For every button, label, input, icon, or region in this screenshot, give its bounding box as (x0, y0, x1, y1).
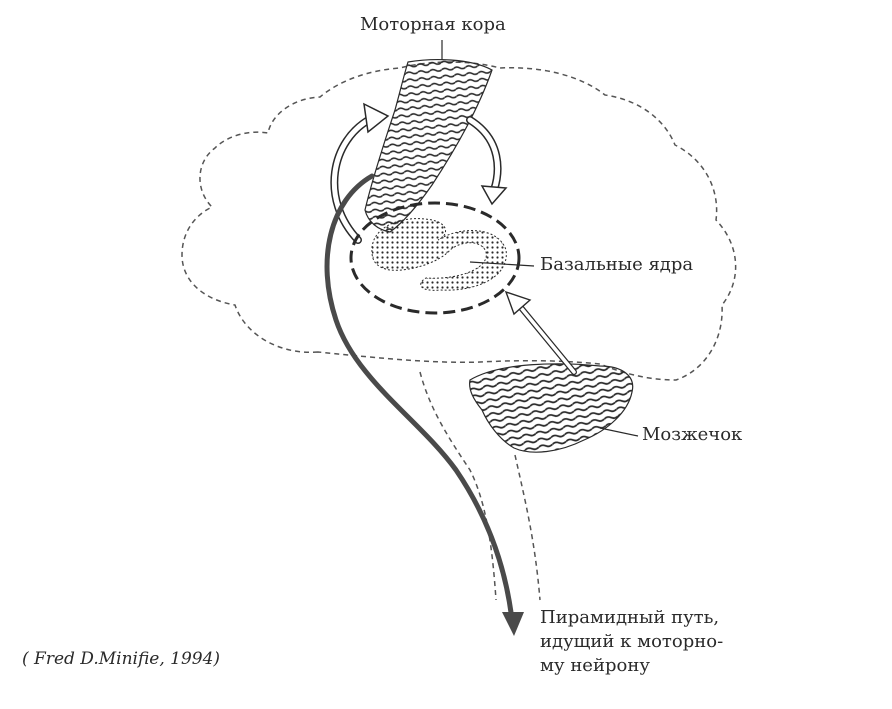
cerebellum-leader (599, 427, 639, 437)
cerebellum (469, 363, 634, 453)
basal-ganglia-boundary (349, 201, 521, 315)
loop-arrow-left-head (363, 102, 390, 134)
pyramidal-path-label: Пирамидный путь, идущий к моторно- му не… (540, 606, 723, 678)
pyramidal-path-line-3: му нейрону (540, 655, 650, 676)
pyramidal-path-line-1: Пирамидный путь, (540, 607, 720, 628)
motor-cortex-label: Моторная кора (360, 14, 506, 35)
basal-ganglia-label: Базальные ядра (540, 254, 694, 275)
brainstem-outline-right (514, 454, 541, 601)
basal-ganglia-leader (469, 261, 535, 267)
basal-ganglia-nuclei (371, 218, 507, 291)
cerebellum-to-basal-arrow-head (504, 290, 532, 316)
loop-arrow-right-head (480, 185, 508, 206)
citation: ( Fred D.Minifie, 1994) (22, 649, 221, 669)
pyramidal-path-line-2: идущий к моторно- (540, 631, 724, 652)
brainstem-outline (419, 371, 497, 601)
pyramidal-pathway (324, 173, 515, 623)
cerebellum-label: Мозжечок (642, 424, 743, 445)
pyramidal-pathway-head (502, 612, 524, 636)
motor-cortex-strip (364, 59, 493, 233)
